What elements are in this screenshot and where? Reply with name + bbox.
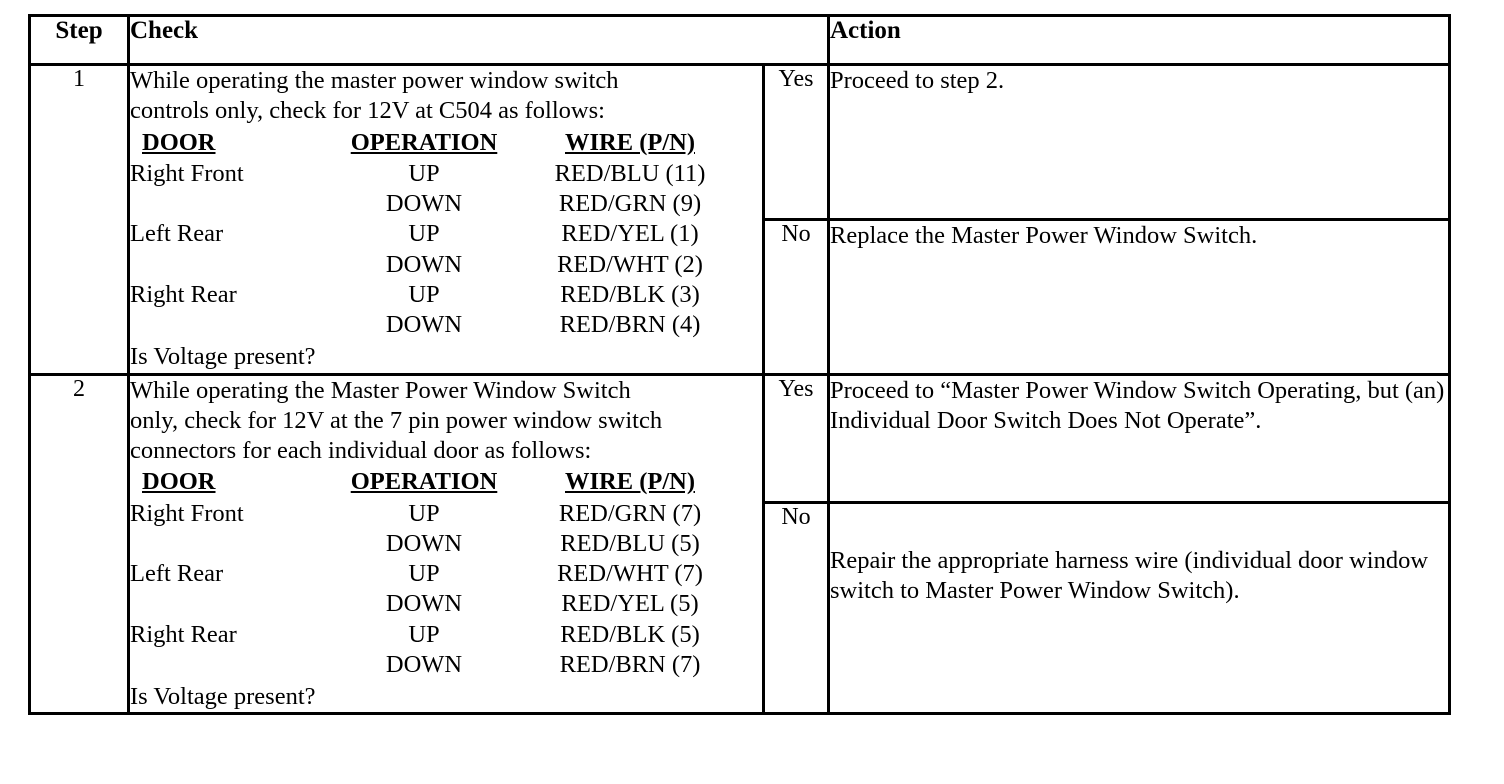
outcome-label-yes: Yes bbox=[762, 372, 830, 504]
wire-door bbox=[130, 650, 320, 680]
wire-row: Right Rear UP RED/BLK (3) bbox=[130, 280, 732, 310]
wire-row: DOWN RED/WHT (2) bbox=[130, 250, 732, 280]
wire-operation: DOWN bbox=[385, 311, 463, 338]
wire-row: Right Front UP RED/BLU (11) bbox=[130, 159, 732, 189]
check-intro-line: While operating the master power window … bbox=[130, 67, 619, 94]
action-text: Repair the appropriate harness wire (ind… bbox=[827, 500, 1451, 716]
table-row: 2 While operating the Master Power Windo… bbox=[28, 372, 1451, 716]
wire-operation: DOWN bbox=[385, 250, 463, 278]
wire-operation: DOWN bbox=[385, 650, 463, 678]
wire-operation: UP bbox=[408, 280, 440, 308]
wire-door bbox=[130, 250, 320, 280]
table-row: 1 While operating the master power windo… bbox=[28, 63, 1451, 376]
wire-row: Right Front UP RED/GRN (7) bbox=[130, 499, 732, 529]
action-text: Proceed to step 2. bbox=[827, 63, 1451, 221]
wire-reference-table: DOOR OPERATION WIRE (P/N) Right Front UP… bbox=[130, 128, 732, 341]
wire-pn: RED/WHT (2) bbox=[557, 250, 703, 278]
wire-row: DOWN RED/BLU (5) bbox=[130, 529, 732, 559]
wire-operation: UP bbox=[408, 159, 440, 187]
diagnostic-flow-table: Step Check Action 1 While operating the … bbox=[28, 14, 1451, 716]
check-cell: While operating the Master Power Window … bbox=[127, 372, 765, 716]
wire-operation: UP bbox=[408, 220, 440, 248]
table-row: No Replace the Master Power Window Switc… bbox=[30, 217, 1451, 376]
header-check: Check bbox=[127, 14, 830, 66]
wire-row: Right Rear UP RED/BLK (5) bbox=[130, 620, 732, 650]
wire-pn: RED/BLK (5) bbox=[560, 620, 700, 648]
wire-pn: RED/BLU (11) bbox=[554, 159, 706, 187]
action-text: Replace the Master Power Window Switch. bbox=[827, 217, 1451, 376]
wire-operation: UP bbox=[408, 499, 440, 527]
wire-pn: RED/BLK (3) bbox=[560, 280, 700, 308]
header-action: Action bbox=[827, 14, 1451, 66]
check-question: Is Voltage present? bbox=[130, 343, 316, 371]
table-row: No Repair the appropriate harness wire (… bbox=[30, 500, 1451, 716]
wire-operation: DOWN bbox=[385, 190, 463, 217]
wire-door bbox=[130, 589, 320, 619]
wire-door: Right Rear bbox=[130, 280, 237, 308]
wire-door: Left Rear bbox=[130, 220, 224, 248]
wire-col-wire: WIRE (P/N) bbox=[565, 128, 695, 156]
outcome-label-no: No bbox=[762, 217, 830, 376]
wire-row: Left Rear UP RED/YEL (1) bbox=[130, 219, 732, 249]
wire-operation: UP bbox=[408, 560, 440, 587]
wire-door bbox=[130, 529, 320, 559]
step-number: 2 bbox=[28, 372, 130, 716]
outcome-label-yes: Yes bbox=[762, 63, 830, 221]
wire-pn: RED/BRN (4) bbox=[559, 311, 701, 338]
wire-operation: DOWN bbox=[385, 590, 463, 618]
wire-door bbox=[130, 310, 320, 340]
wire-pn: RED/GRN (9) bbox=[558, 190, 702, 217]
wire-door: Left Rear bbox=[130, 560, 224, 587]
wire-operation: DOWN bbox=[385, 529, 463, 557]
check-question: Is Voltage present? bbox=[130, 683, 316, 710]
wire-table-header-row: DOOR OPERATION WIRE (P/N) bbox=[130, 128, 732, 159]
wire-pn: RED/YEL (1) bbox=[561, 220, 699, 248]
wire-operation: UP bbox=[408, 620, 440, 648]
check-cell: While operating the master power window … bbox=[127, 63, 765, 376]
wire-door bbox=[130, 189, 320, 219]
check-intro-line: connectors for each individual door as f… bbox=[130, 437, 592, 464]
table-header-row: Step Check Action bbox=[28, 14, 1451, 66]
wire-door: Right Rear bbox=[130, 620, 237, 648]
check-intro-line: controls only, check for 12V at C504 as … bbox=[130, 97, 605, 125]
action-text: Proceed to “Master Power Window Switch O… bbox=[827, 372, 1451, 504]
wire-col-operation: OPERATION bbox=[350, 468, 498, 496]
outcome-label-no: No bbox=[762, 500, 830, 716]
wire-row: DOWN RED/GRN (9) bbox=[130, 189, 732, 219]
wire-row: DOWN RED/YEL (5) bbox=[130, 589, 732, 619]
wire-col-wire: WIRE (P/N) bbox=[565, 468, 695, 496]
wire-row: DOWN RED/BRN (7) bbox=[130, 650, 732, 680]
wire-col-door: DOOR bbox=[142, 468, 216, 496]
wire-row: Left Rear UP RED/WHT (7) bbox=[130, 559, 732, 589]
wire-door: Right Front bbox=[130, 499, 244, 527]
wire-pn: RED/BRN (7) bbox=[559, 650, 701, 678]
header-step: Step bbox=[28, 14, 130, 66]
wire-reference-table: DOOR OPERATION WIRE (P/N) Right Front UP… bbox=[130, 467, 732, 680]
wire-col-door: DOOR bbox=[142, 128, 216, 156]
step-number: 1 bbox=[28, 63, 130, 376]
check-intro-line: only, check for 12V at the 7 pin power w… bbox=[130, 406, 663, 434]
wire-row: DOWN RED/BRN (4) bbox=[130, 310, 732, 340]
wire-pn: RED/BLU (5) bbox=[560, 529, 700, 557]
wire-col-operation: OPERATION bbox=[350, 128, 498, 156]
wire-door: Right Front bbox=[130, 159, 244, 187]
wire-pn: RED/YEL (5) bbox=[561, 590, 699, 618]
wire-table-header-row: DOOR OPERATION WIRE (P/N) bbox=[130, 467, 732, 498]
check-intro-line: While operating the Master Power Window … bbox=[130, 376, 631, 404]
wire-pn: RED/WHT (7) bbox=[557, 560, 703, 587]
wire-pn: RED/GRN (7) bbox=[558, 499, 702, 527]
